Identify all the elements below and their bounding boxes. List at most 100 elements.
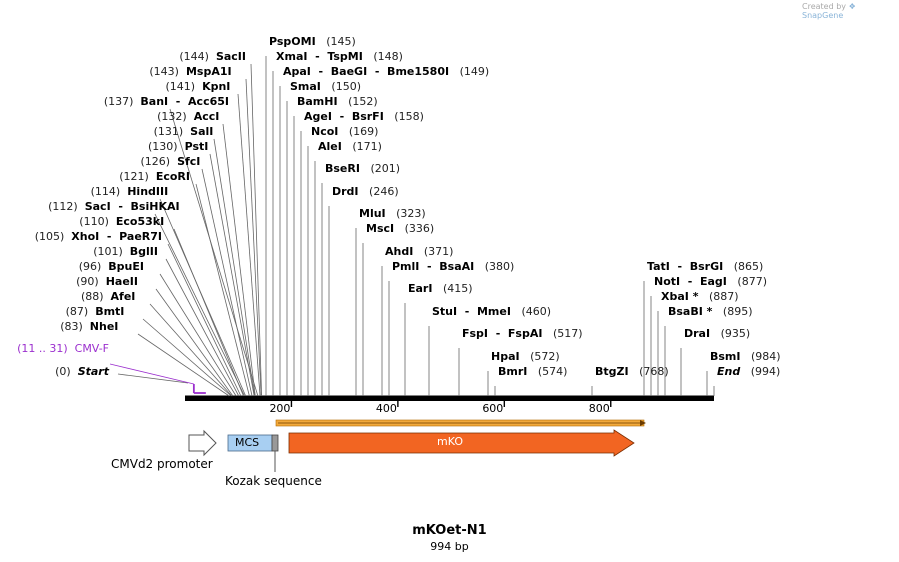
site-position: (984) <box>751 350 781 363</box>
site-label: (143) MspA1I <box>149 65 231 79</box>
site-position: (323) <box>396 207 426 220</box>
site-label: (105) XhoI - PaeR7I <box>35 230 162 244</box>
site-position: (768) <box>639 365 669 378</box>
site-position: (246) <box>369 185 399 198</box>
site-label: (112) SacI - BsiHKAI <box>48 200 179 214</box>
watermark-prefix: Created by <box>802 2 847 11</box>
site-leader-line <box>165 258 240 397</box>
site-label: (114) HindIII <box>91 185 169 199</box>
site-position: (126) <box>140 155 171 168</box>
site-label: AgeI - BsrFI (158) <box>304 110 424 124</box>
site-name: BglII <box>129 245 158 258</box>
site-position: (158) <box>394 110 424 123</box>
site-name: EcoRI <box>155 170 190 183</box>
site-label: (132) AccI <box>157 110 219 124</box>
site-name: MscI <box>366 222 395 235</box>
site-name: SacII <box>215 50 246 63</box>
site-label: (101) BglII <box>93 245 158 259</box>
site-position: (121) <box>119 170 149 183</box>
site-position: (380) <box>484 260 515 273</box>
site-leader-line <box>195 183 250 397</box>
site-label: ApaI - BaeGI - Bme1580I (149) <box>283 65 489 79</box>
site-name: KpnI <box>202 80 231 93</box>
site-name: BsaBI * <box>668 305 713 318</box>
snapgene-watermark: Created by ❖ SnapGene <box>802 2 899 20</box>
site-leader-line <box>109 363 194 385</box>
site-leader-line <box>237 93 261 397</box>
site-label: BmrI (574) <box>498 365 567 379</box>
site-position: (143) <box>149 65 179 78</box>
site-leader-line <box>213 138 256 397</box>
site-name: BtgZI <box>595 365 629 378</box>
site-position: (994) <box>750 365 781 378</box>
site-leader-line <box>222 123 256 397</box>
mko-arrow <box>288 429 635 457</box>
snapgene-logo-icon: ❖ <box>848 2 856 11</box>
site-position: (201) <box>370 162 401 175</box>
site-name: AccI <box>193 110 220 123</box>
site-name: AleI <box>318 140 342 153</box>
site-position: (152) <box>348 95 378 108</box>
site-label: (83) NheI <box>60 320 118 334</box>
site-name: DrdI <box>332 185 359 198</box>
site-label: StuI - MmeI (460) <box>432 305 551 319</box>
site-name: StuI - MmeI <box>432 305 511 318</box>
site-label: (0) Start <box>55 365 109 379</box>
mcs-label: MCS <box>235 436 260 449</box>
orf-arrow <box>275 419 646 427</box>
site-name: MluI <box>359 207 386 220</box>
site-label: (11 .. 31) CMV-F <box>17 342 109 356</box>
site-label: MluI (323) <box>359 207 426 221</box>
site-name: MspA1I <box>185 65 232 78</box>
site-position: (895) <box>722 305 753 318</box>
site-position: (935) <box>720 327 751 340</box>
site-label: (131) SalI <box>154 125 214 139</box>
site-position: (149) <box>459 65 490 78</box>
site-position: (112) <box>48 200 78 213</box>
site-position: (336) <box>404 222 435 235</box>
site-position: (574) <box>537 365 568 378</box>
promoter-arrow <box>188 429 217 457</box>
map-length: 994 bp <box>430 540 469 553</box>
site-name: BmtI <box>95 305 125 318</box>
site-label: PmlI - BsaAI (380) <box>392 260 514 274</box>
site-label: TatI - BsrGI (865) <box>647 260 763 274</box>
site-name: TatI - BsrGI <box>647 260 724 273</box>
site-label: (121) EcoRI <box>119 170 190 184</box>
watermark-brand: SnapGene <box>802 11 844 20</box>
site-name: NotI - EagI <box>654 275 727 288</box>
site-leader-line <box>173 228 244 397</box>
site-name: BanI - Acc65I <box>140 95 229 108</box>
site-leader-line <box>154 213 245 397</box>
site-position: (460) <box>521 305 552 318</box>
site-label: AleI (171) <box>318 140 382 154</box>
site-name: XbaI * <box>661 290 699 303</box>
site-name: SfcI <box>177 155 201 168</box>
ruler-tick-label: 400 <box>375 402 397 415</box>
site-name: CMV-F <box>74 342 109 355</box>
site-name: SalI <box>190 125 214 138</box>
site-name: ApaI - BaeGI - Bme1580I <box>283 65 450 78</box>
site-position: (132) <box>157 110 187 123</box>
site-name: EarI <box>408 282 433 295</box>
site-name: BamHI <box>297 95 338 108</box>
site-name: PstI <box>184 140 209 153</box>
site-name: AfeI <box>110 290 136 303</box>
site-position: (145) <box>326 35 356 48</box>
site-position: (131) <box>153 125 184 138</box>
site-label: DrdI (246) <box>332 185 399 199</box>
site-name: PspOMI <box>269 35 316 48</box>
site-name: AhdI <box>385 245 414 258</box>
site-label: End (994) <box>717 365 780 379</box>
site-label: (144) SacII <box>179 50 246 64</box>
site-name: HindIII <box>127 185 169 198</box>
site-position: (877) <box>737 275 767 288</box>
site-position: (171) <box>352 140 382 153</box>
site-label: MscI (336) <box>366 222 434 236</box>
site-position: (148) <box>373 50 403 63</box>
site-name: DraI <box>684 327 711 340</box>
site-label: SmaI (150) <box>290 80 361 94</box>
kozak-box <box>271 434 279 452</box>
site-position: (169) <box>348 125 379 138</box>
